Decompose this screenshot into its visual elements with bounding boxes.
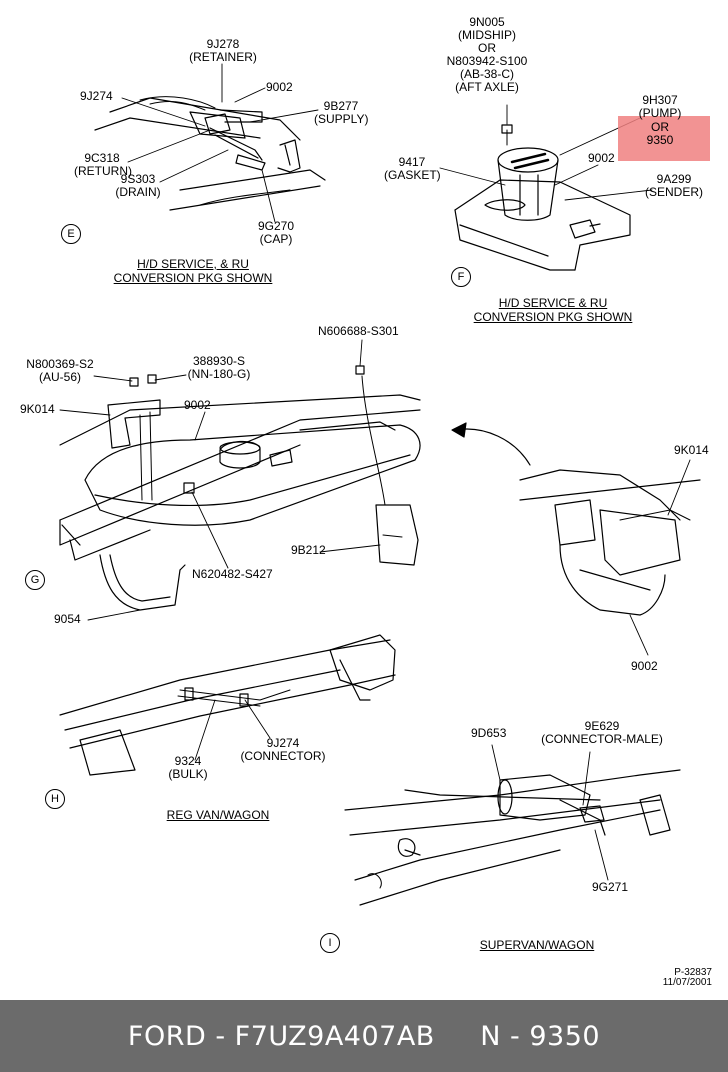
view-h-drawing bbox=[59, 634, 396, 776]
label-9054: 9054 bbox=[54, 612, 81, 626]
label-n800369-s2: N800369-S2 (AU-56) bbox=[26, 357, 94, 384]
parts-diagram: 9J278 (RETAINER) 9J274 9002 9B277 (SUPPL… bbox=[20, 15, 712, 988]
view-e-drawing bbox=[94, 63, 326, 223]
caption-i: SUPERVAN/WAGON bbox=[479, 938, 595, 952]
label-9s303-drain: 9S303 (DRAIN) bbox=[115, 172, 161, 199]
view-marker-i: I bbox=[320, 933, 340, 953]
label-9002-e: 9002 bbox=[266, 80, 293, 94]
label-9k014-left: 9K014 bbox=[20, 402, 55, 416]
figure-reference: P-32837 11/07/2001 bbox=[662, 967, 712, 988]
label-9b277-supply: 9B277 (SUPPLY) bbox=[314, 99, 369, 126]
label-9e629-connector-male: 9E629 (CONNECTOR-MALE) bbox=[541, 719, 663, 746]
label-9002-g-right: 9002 bbox=[631, 659, 658, 673]
caption-f-line1: H/D SERVICE & RU bbox=[498, 296, 608, 310]
view-i-drawing bbox=[344, 744, 681, 906]
label-9a299-sender: 9A299 (SENDER) bbox=[644, 172, 703, 199]
label-9k014-right: 9K014 bbox=[674, 443, 709, 457]
caption-f-line2: CONVERSION PKG SHOWN bbox=[473, 310, 633, 324]
view-marker-g: G bbox=[25, 570, 45, 590]
highlight-box bbox=[618, 116, 710, 161]
caption-h: REG VAN/WAGON bbox=[166, 808, 270, 822]
label-9j278-retainer: 9J278 (RETAINER) bbox=[189, 37, 257, 64]
label-9002-g: 9002 bbox=[184, 398, 211, 412]
view-marker-h: H bbox=[45, 789, 65, 809]
caption-e-line1: H/D SERVICE, & RU bbox=[137, 257, 249, 271]
label-9g271: 9G271 bbox=[592, 880, 629, 894]
label-9j274-connector: 9J274 (CONNECTOR) bbox=[240, 736, 326, 763]
label-388930-s: 388930-S (NN-180-G) bbox=[187, 354, 251, 381]
label-9n005-midship: 9N005 (MIDSHIP) OR N803942-S100 (AB-38-C… bbox=[446, 15, 528, 94]
label-9002-f: 9002 bbox=[588, 151, 615, 165]
label-9d653: 9D653 bbox=[471, 726, 507, 740]
view-marker-f: F bbox=[451, 267, 471, 287]
view-marker-e: E bbox=[61, 224, 81, 244]
label-n606688-s301: N606688-S301 bbox=[318, 324, 399, 338]
label-9j274: 9J274 bbox=[80, 89, 113, 103]
label-9417-gasket: 9417 (GASKET) bbox=[384, 155, 441, 182]
footer-part-number: FORD - F7UZ9A407AB N - 9350 bbox=[127, 1020, 601, 1052]
label-9h307-pump: 9H307 (PUMP) bbox=[638, 93, 682, 120]
label-or-9350: OR 9350 bbox=[646, 120, 674, 147]
label-9c318-return: 9C318 (RETURN) bbox=[74, 151, 132, 178]
caption-e-line2: CONVERSION PKG SHOWN bbox=[113, 271, 273, 285]
label-9g270-cap: 9G270 (CAP) bbox=[257, 219, 295, 246]
footer-bar: FORD - F7UZ9A407AB N - 9350 bbox=[0, 1000, 728, 1072]
label-n620482-s427: N620482-S427 bbox=[192, 567, 273, 581]
view-g-drawing bbox=[59, 339, 701, 656]
label-9b212: 9B212 bbox=[291, 543, 326, 557]
label-9324-bulk: 9324 (BULK) bbox=[168, 754, 208, 781]
